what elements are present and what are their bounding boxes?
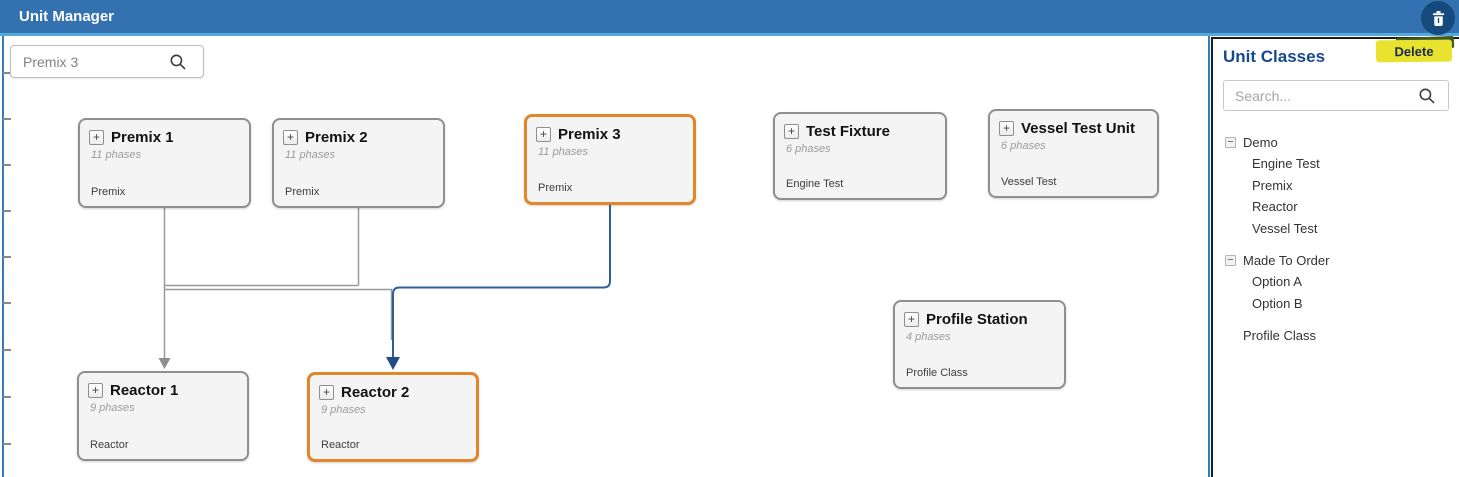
unit-name: Vessel Test Unit: [1021, 120, 1135, 137]
tree-item-premix[interactable]: Premix: [1252, 177, 1293, 193]
unit-class: Vessel Test: [1001, 176, 1057, 188]
delete-tooltip-label: Delete: [1394, 43, 1434, 59]
trash-icon: [1430, 10, 1447, 27]
ruler-tick: [3, 396, 11, 398]
unit-class: Premix: [91, 186, 126, 198]
collapse-icon[interactable]: −: [1225, 137, 1236, 148]
unit-name: Premix 1: [111, 129, 174, 146]
unit-card-reactor-2[interactable]: + Reactor 2 9 phases Reactor: [307, 372, 479, 462]
unit-classes-panel: Unit Classes − Demo Engine Test Premix R…: [1211, 37, 1459, 477]
expand-button[interactable]: +: [904, 312, 919, 327]
unit-phases: 9 phases: [90, 402, 135, 414]
unit-phases: 4 phases: [906, 331, 951, 343]
expand-button[interactable]: +: [283, 130, 298, 145]
search-icon[interactable]: [169, 53, 187, 76]
unit-card-profile-station[interactable]: + Profile Station 4 phases Profile Class: [893, 300, 1066, 389]
unit-name: Test Fixture: [806, 123, 890, 140]
expand-button[interactable]: +: [89, 130, 104, 145]
unit-phases: 11 phases: [285, 149, 335, 161]
unit-class: Premix: [538, 182, 573, 194]
unit-card-test-fixture[interactable]: + Test Fixture 6 phases Engine Test: [773, 112, 947, 200]
tree-group-profile-class[interactable]: Profile Class: [1225, 325, 1451, 346]
tree-item-vessel-test[interactable]: Vessel Test: [1252, 220, 1318, 236]
expand-button[interactable]: +: [88, 383, 103, 398]
unit-phases: 11 phases: [538, 146, 588, 158]
tree-item-engine-test[interactable]: Engine Test: [1252, 156, 1320, 171]
tree-group-demo[interactable]: − Demo: [1225, 132, 1451, 153]
connection-premix3-reactor2: [392, 205, 611, 359]
header-bar: Unit Manager: [0, 0, 1459, 36]
expand-button[interactable]: +: [536, 127, 551, 142]
unit-name: Reactor 2: [341, 384, 410, 401]
expand-button[interactable]: +: [784, 124, 799, 139]
tree-group-made-to-order[interactable]: − Made To Order: [1225, 250, 1451, 271]
tree-group-label: Made To Order: [1243, 253, 1330, 268]
unit-phases: 6 phases: [786, 143, 831, 155]
unit-phases: 6 phases: [1001, 140, 1046, 152]
unit-search-box: [10, 45, 204, 78]
tree-group-label: Profile Class: [1243, 328, 1316, 343]
ruler-tick: [3, 443, 11, 445]
tree-item-reactor[interactable]: Reactor: [1252, 199, 1298, 214]
tree-group-label: Demo: [1243, 135, 1278, 150]
unit-card-premix-1[interactable]: + Premix 1 11 phases Premix: [78, 118, 251, 208]
arrowhead-reactor2: [386, 357, 400, 370]
ruler-tick: [3, 302, 11, 304]
search-icon[interactable]: [1418, 87, 1436, 110]
unit-card-premix-2[interactable]: + Premix 2 11 phases Premix: [272, 118, 445, 208]
class-tree: − Demo Engine Test Premix Reactor Vessel…: [1225, 121, 1451, 346]
panel-title: Unit Classes: [1223, 47, 1326, 66]
unit-class: Engine Test: [786, 178, 844, 190]
expand-button[interactable]: +: [319, 385, 334, 400]
ruler-tick: [3, 164, 11, 166]
delete-unit-button[interactable]: [1421, 1, 1455, 35]
class-search-box: [1223, 80, 1449, 111]
unit-phases: 11 phases: [91, 149, 141, 161]
unit-name: Premix 2: [305, 129, 368, 146]
ruler-tick: [3, 256, 11, 258]
ruler-tick: [3, 349, 11, 351]
unit-phases: 9 phases: [321, 404, 366, 416]
tree-item-option-b[interactable]: Option B: [1252, 295, 1303, 311]
unit-name: Reactor 1: [110, 382, 179, 399]
canvas-right-edge: [1208, 35, 1210, 477]
class-search-input[interactable]: [1224, 81, 1448, 110]
arrowhead-reactor1: [158, 358, 171, 369]
delete-tooltip: Delete: [1375, 39, 1453, 63]
unit-card-reactor-1[interactable]: + Reactor 1 9 phases Reactor: [77, 371, 249, 461]
tree-item-option-a[interactable]: Option A: [1252, 274, 1302, 289]
connection-bus-lower: [164, 288, 393, 340]
ruler-tick: [3, 72, 11, 74]
ruler-tick: [3, 210, 11, 212]
unit-class: Premix: [285, 186, 320, 198]
unit-card-premix-3[interactable]: + Premix 3 11 phases Premix: [524, 114, 696, 205]
expand-button[interactable]: +: [999, 121, 1014, 136]
collapse-icon[interactable]: −: [1225, 255, 1236, 266]
unit-class: Reactor: [321, 439, 360, 451]
unit-name: Profile Station: [926, 311, 1028, 328]
unit-class: Profile Class: [906, 367, 968, 379]
unit-class: Reactor: [90, 439, 129, 451]
unit-card-vessel-test-unit[interactable]: + Vessel Test Unit 6 phases Vessel Test: [988, 109, 1159, 198]
page-title: Unit Manager: [19, 8, 115, 25]
unit-name: Premix 3: [558, 126, 621, 143]
ruler-tick: [3, 118, 11, 120]
